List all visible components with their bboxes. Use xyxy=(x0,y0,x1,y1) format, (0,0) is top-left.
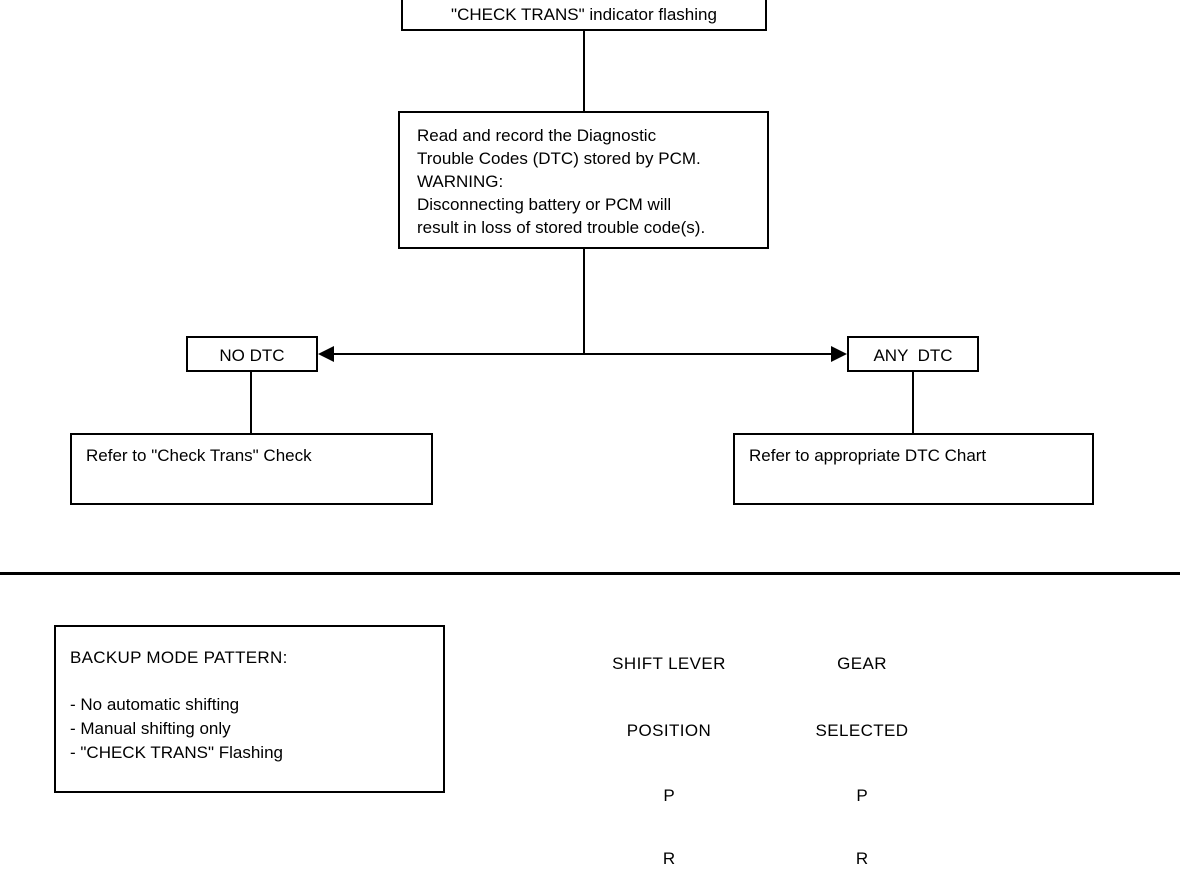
gear-selected-header-line1: GEAR xyxy=(837,654,887,673)
any-dtc-box: ANY DTC xyxy=(847,336,979,372)
read-record-dtc-text: Read and record the Diagnostic Trouble C… xyxy=(417,126,706,237)
backup-mode-item-no-auto-shift: - No automatic shifting xyxy=(70,695,240,714)
read-record-dtc-box: Read and record the Diagnostic Trouble C… xyxy=(398,111,769,249)
shift-lever-position-header-line2: POSITION xyxy=(626,721,712,740)
backup-mode-pattern-box: BACKUP MODE PATTERN: - No automatic shif… xyxy=(54,625,445,793)
section-divider xyxy=(0,572,1180,575)
gear-selected-value-0: P xyxy=(856,786,868,805)
check-trans-indicator-box: "CHECK TRANS" indicator flashing xyxy=(401,0,767,31)
connector-top-to-instruction xyxy=(583,31,585,111)
refer-check-trans-label: Refer to "Check Trans" Check xyxy=(86,446,312,465)
backup-mode-spacer xyxy=(70,669,288,693)
refer-dtc-chart-box: Refer to appropriate DTC Chart xyxy=(733,433,1094,505)
gear-selected-column: GEAR SELECTED P R N 4 4 3 1 xyxy=(772,610,952,884)
check-trans-indicator-label: "CHECK TRANS" indicator flashing xyxy=(451,5,717,24)
no-dtc-box: NO DTC xyxy=(186,336,318,372)
refer-check-trans-box: Refer to "Check Trans" Check xyxy=(70,433,433,505)
any-dtc-label: ANY DTC xyxy=(873,346,953,365)
shift-lever-position-value-0: P xyxy=(663,786,675,805)
gear-selected-header-line2: SELECTED xyxy=(815,721,909,740)
shift-lever-position-column: SHIFT LEVER POSITION P R N D 3 2 L xyxy=(579,610,759,884)
connector-instruction-to-branch-bus xyxy=(583,249,585,354)
shift-lever-position-header-line1: SHIFT LEVER xyxy=(612,654,726,673)
branch-bus-right-segment xyxy=(583,353,831,355)
backup-mode-item-manual-only: - Manual shifting only xyxy=(70,719,231,738)
gear-selected-value-1: R xyxy=(855,849,869,868)
connector-any-dtc-to-result xyxy=(912,372,914,434)
no-dtc-label: NO DTC xyxy=(219,346,285,365)
backup-mode-item-check-trans-flashing: - "CHECK TRANS" Flashing xyxy=(70,743,283,762)
arrowhead-to-any-dtc xyxy=(831,346,847,362)
refer-dtc-chart-label: Refer to appropriate DTC Chart xyxy=(749,446,987,465)
connector-no-dtc-to-result xyxy=(250,372,252,434)
branch-bus-left-segment xyxy=(334,353,584,355)
shift-lever-position-value-1: R xyxy=(662,849,676,868)
arrowhead-to-no-dtc xyxy=(318,346,334,362)
backup-mode-title: BACKUP MODE PATTERN: xyxy=(70,648,288,667)
